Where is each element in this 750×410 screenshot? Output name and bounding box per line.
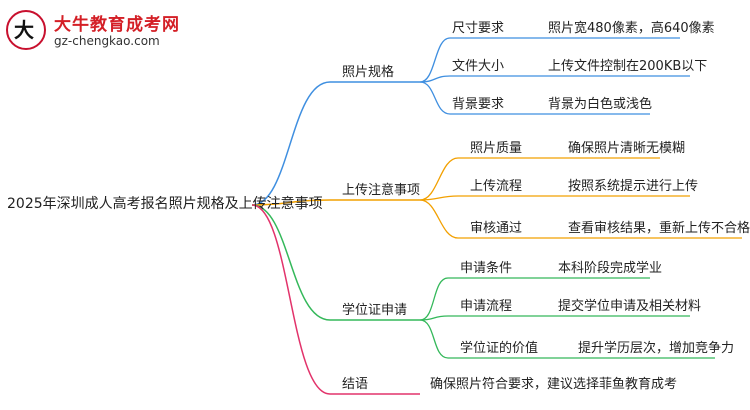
edge-b1-c1: [419, 37, 680, 83]
edge-b1-c3: [419, 81, 650, 115]
edge-root-branch2: [251, 199, 420, 206]
edge-b3-c1: [419, 277, 650, 321]
branch4-item1-label: 确保照片符合要求，建议选择菲鱼教育成考: [430, 377, 678, 392]
edge-b3-c2: [419, 315, 690, 321]
branch1-item2-value: 上传文件控制在200KB以下: [548, 59, 708, 74]
edge-root-branch3: [251, 204, 420, 321]
logo-url: gz-chengkao.com: [54, 34, 160, 48]
edge-root-branch4: [251, 204, 420, 395]
branch1-item3-label: 背景要求: [452, 97, 505, 112]
branch3-item2-value: 提交学位申请及相关材料: [558, 299, 702, 314]
branch1-item3-value: 背景为白色或浅色: [548, 97, 653, 112]
branch2-item3-label: 审核通过: [470, 221, 523, 236]
edge-b1-c2: [419, 75, 690, 83]
branch3-item3-value: 提升学历层次，增加竞争力: [578, 341, 735, 356]
branch-degree-application: 学位证申请: [342, 303, 408, 318]
edge-b2-c3: [419, 199, 742, 239]
branch1-item2-label: 文件大小: [452, 59, 505, 74]
branch3-item2-label: 申请流程: [460, 299, 513, 314]
brand-emblem-icon: 大: [6, 10, 46, 50]
edge-b3-c3: [419, 319, 715, 359]
branch3-item1-label: 申请条件: [460, 261, 513, 276]
branch-conclusion: 结语: [342, 377, 369, 392]
branch-photo-spec: 照片规格: [342, 65, 395, 80]
branch2-item3-value: 查看审核结果，重新上传不合格照片: [568, 221, 750, 236]
branch3-item3-label: 学位证的价值: [460, 341, 539, 356]
branch3-item1-value: 本科阶段完成学业: [558, 261, 663, 276]
branch1-item1-value: 照片宽480像素，高640像素: [548, 21, 715, 36]
branch2-item1-value: 确保照片清晰无模糊: [568, 141, 686, 156]
site-logo[interactable]: 大 大牛教育成考网 gz-chengkao.com: [6, 8, 186, 54]
edge-root-branch1: [251, 81, 420, 206]
branch1-item1-label: 尺寸要求: [452, 21, 505, 36]
branch2-item2-value: 按照系统提示进行上传: [568, 179, 699, 194]
logo-name: 大牛教育成考网: [54, 15, 180, 35]
branch2-item2-label: 上传流程: [470, 179, 523, 194]
branch-upload-notes: 上传注意事项: [342, 183, 421, 198]
branch2-item1-label: 照片质量: [470, 141, 523, 156]
edge-b2-c2: [419, 195, 690, 201]
edge-b2-c1: [419, 157, 660, 201]
root-topic: 2025年深圳成人高考报名照片规格及上传注意事项: [7, 196, 323, 212]
